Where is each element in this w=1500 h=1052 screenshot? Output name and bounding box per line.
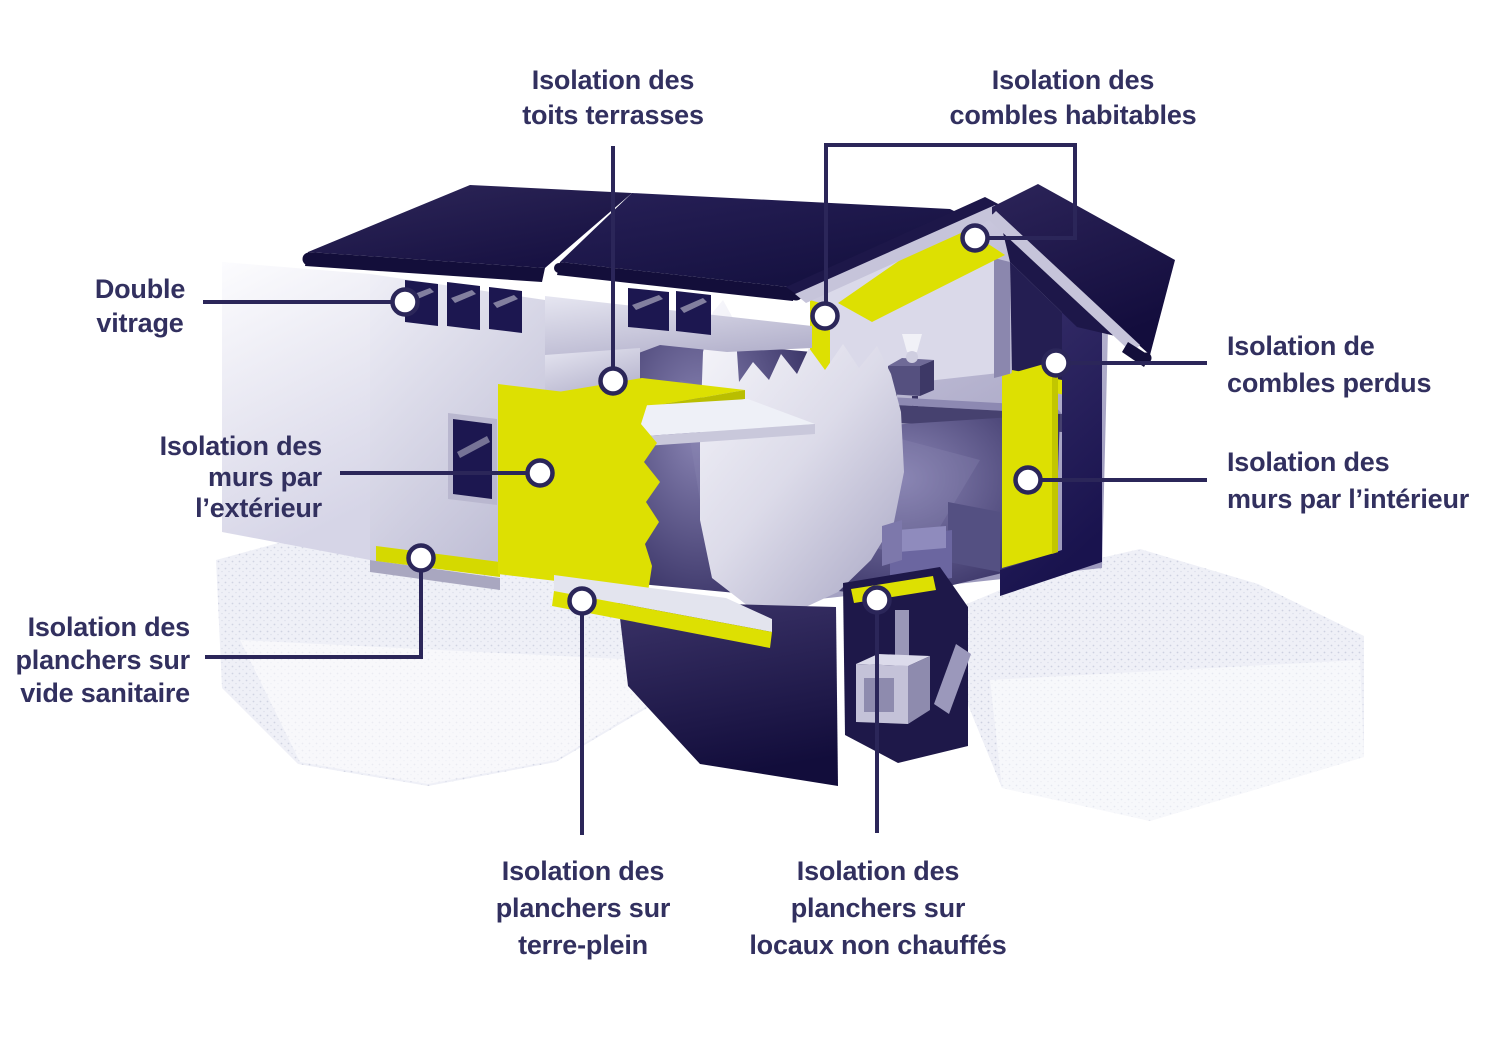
marker-toits-terrasses: [598, 366, 628, 396]
basement-foundation: [618, 601, 838, 786]
ground-left-block: [216, 529, 652, 786]
lower-window: [448, 413, 497, 505]
plinth: [370, 560, 500, 590]
marker-murs-interieur: [1013, 465, 1043, 495]
flue-pipe: [895, 610, 909, 668]
marker-double-vitrage: [390, 287, 420, 317]
callout-line-planchers-vide-sanitaire: [205, 572, 423, 659]
insulation-murs-interieur: [1002, 360, 1058, 568]
gable-roof: [786, 184, 1175, 367]
marker-combles-perdus: [1041, 348, 1071, 378]
insulation-terre-plein: [552, 591, 772, 648]
insulation-combles-habitables: [838, 222, 1005, 322]
floor-slab-terre-plein: [552, 575, 772, 648]
torn-wall-cutaway: [700, 300, 904, 612]
bedroom-corner-column: [994, 258, 1010, 378]
gable-roof-left-slope: [786, 197, 1002, 297]
gable-end-wall: [1000, 294, 1102, 596]
insulation-murs-exterieur: [498, 384, 660, 592]
callout-line-combles-habitables: [824, 143, 1077, 303]
gable-roof-right-slope: [992, 184, 1175, 355]
lamp-shade: [902, 334, 922, 352]
middle-window-band: [628, 288, 711, 335]
marker-planchers-locaux-non-chauffes: [862, 585, 892, 615]
marker-combles-habitables: [960, 223, 990, 253]
flat-roof-left-panel: [302, 185, 632, 282]
upper-window-band: [405, 280, 522, 333]
ground-right-block: [962, 549, 1364, 821]
basement-stair-wall: [934, 644, 971, 714]
marker-combles-habitables: [810, 301, 840, 331]
boiler-room: [843, 567, 971, 763]
armchair: [882, 502, 1000, 586]
marker-planchers-terre-plein: [567, 586, 597, 616]
marker-planchers-vide-sanitaire: [406, 543, 436, 573]
marker-murs-exterieur: [525, 458, 555, 488]
left-facade: [222, 262, 370, 560]
